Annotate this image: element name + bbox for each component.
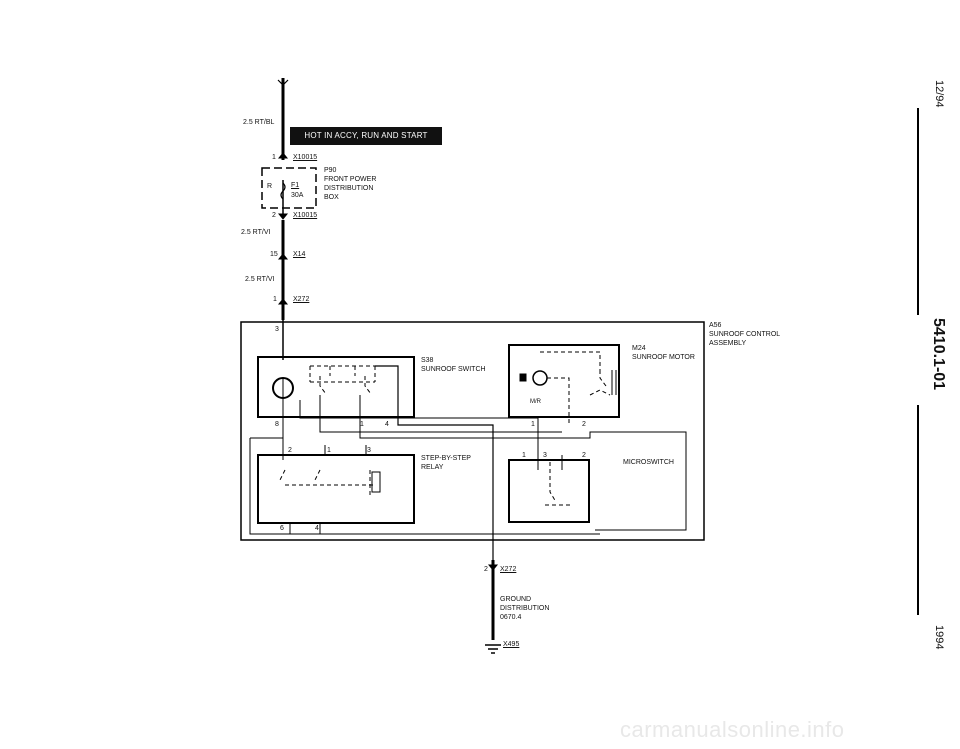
fuse-box-label: P90	[324, 167, 337, 174]
connector-label: X272	[293, 296, 310, 303]
fuse-box-label: FRONT POWER	[324, 176, 377, 183]
feed-arrow	[277, 79, 289, 86]
connector-marker	[277, 253, 289, 260]
hot-banner: HOT IN ACCY, RUN AND START	[290, 127, 442, 145]
motor-symbol	[532, 370, 548, 386]
pin-label: 3	[275, 326, 279, 333]
connector-pin: 2	[484, 566, 488, 573]
pin-label: 3	[543, 452, 547, 459]
fuse-box-outline	[261, 167, 317, 209]
fuse-side: R	[267, 183, 273, 190]
connector-label: X272	[500, 566, 517, 573]
assembly-outline	[240, 321, 705, 541]
pin-label: 1	[522, 452, 526, 459]
pin-label: 6	[280, 525, 284, 532]
connector-marker	[277, 152, 289, 159]
motor-code: M/R	[530, 399, 541, 405]
ground-symbol	[485, 644, 501, 654]
wire-label-top: 2.5 RT/BL	[243, 119, 275, 126]
wire-label-mid: 2.5 RT/VI	[241, 229, 271, 236]
ground-label: GROUND	[500, 596, 532, 603]
fuse-box-label: BOX	[324, 194, 339, 201]
connector-label: X14	[293, 251, 306, 258]
margin-date: 12/94	[933, 80, 945, 108]
motor-label: SUNROOF MOTOR	[632, 354, 695, 361]
connector-marker	[277, 298, 289, 305]
microswitch-outline	[508, 459, 590, 523]
switch-outline	[257, 356, 415, 418]
relay-label: STEP-BY-STEP	[421, 455, 471, 462]
relay-label: RELAY	[421, 464, 444, 471]
pin-label: 3	[367, 447, 371, 454]
connector-pin: 1	[273, 296, 277, 303]
fuse-id: F1	[291, 182, 300, 189]
pin-label: 8	[275, 421, 279, 428]
pin-label: 4	[385, 421, 389, 428]
assembly-label: ASSEMBLY	[709, 340, 747, 347]
assembly-label: SUNROOF CONTROL	[709, 331, 781, 338]
connector-pin: 15	[270, 251, 278, 258]
fuse-rating: 30A	[291, 192, 304, 199]
motor-outline	[508, 344, 620, 418]
connector-label: X10015	[293, 154, 318, 161]
ground-label: 0670.4	[500, 614, 522, 621]
pin-label: 1	[531, 421, 535, 428]
motor-label: M24	[632, 345, 646, 352]
pin-label: 1	[360, 421, 364, 428]
wire-label-low: 2.5 RT/VI	[245, 276, 275, 283]
margin-year: 1994	[933, 625, 945, 650]
assembly-label: A56	[709, 322, 722, 329]
pin-label: 2	[582, 452, 586, 459]
pin-label: 4	[315, 525, 319, 532]
connector-label: X10015	[293, 212, 318, 219]
connector-pin: 1	[272, 154, 276, 161]
margin-code: 5410.1-01	[930, 318, 947, 391]
pin-label: 2	[582, 421, 586, 428]
fuse-symbol	[280, 182, 286, 200]
ground-label: DISTRIBUTION	[500, 605, 550, 612]
connector-pin: 2	[272, 212, 276, 219]
fuse-box-label: DISTRIBUTION	[324, 185, 374, 192]
switch-label: SUNROOF SWITCH	[421, 366, 486, 373]
pin-label: 2	[288, 447, 292, 454]
watermark: carmanualsonline.info	[620, 717, 845, 742]
connector-label: X495	[503, 641, 520, 648]
relay-outline	[257, 454, 415, 524]
pin-label: 1	[327, 447, 331, 454]
microswitch-label: MICROSWITCH	[623, 459, 674, 466]
connector-marker	[277, 213, 289, 220]
switch-label: S38	[421, 357, 434, 364]
